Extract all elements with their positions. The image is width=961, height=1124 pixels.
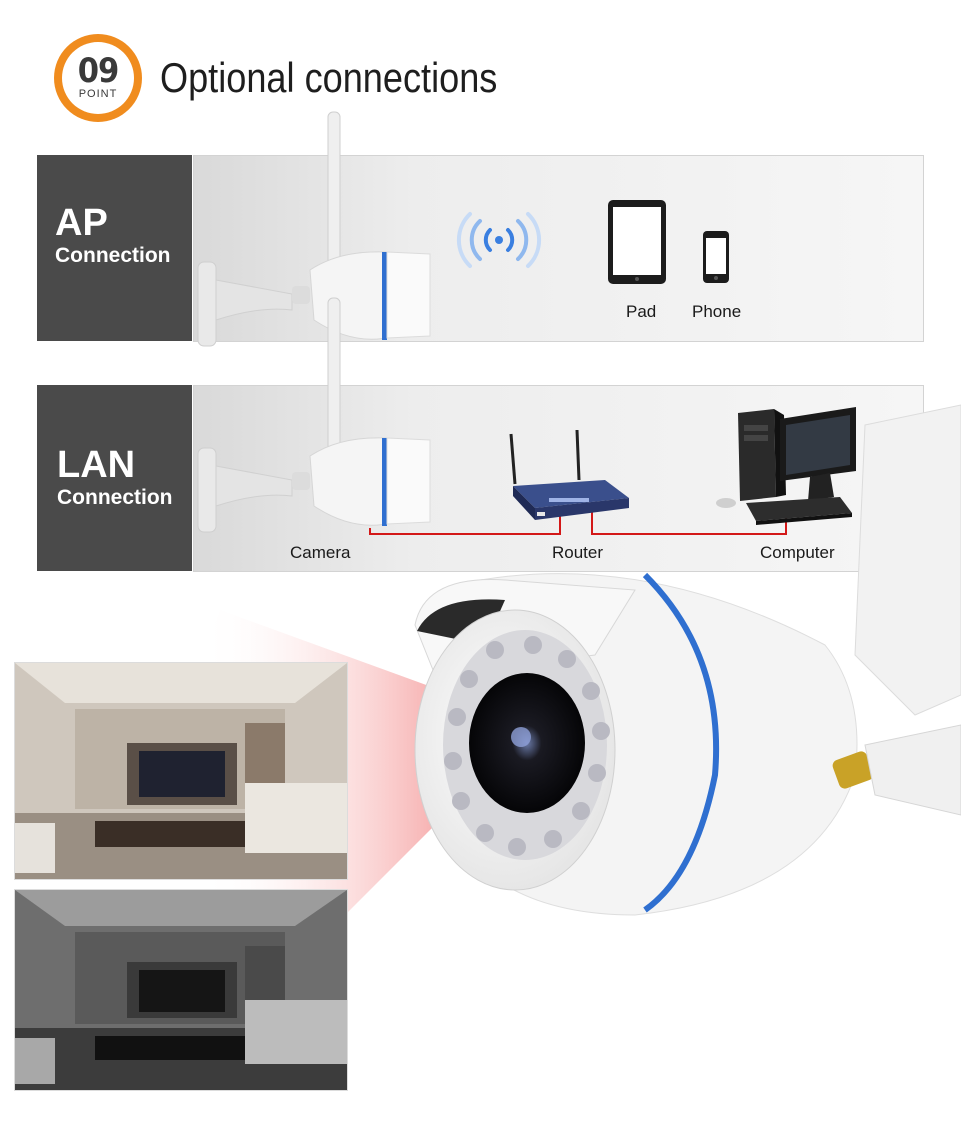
phone-caption: Phone: [692, 302, 742, 321]
ap-title: AP: [55, 202, 108, 244]
room-night-vision-photo: [14, 889, 348, 1091]
bullet-camera-image: [414, 404, 961, 916]
tablet-icon: [608, 200, 666, 284]
wifi-signal-icon: [456, 212, 542, 268]
badge-number: 09: [77, 51, 120, 91]
ap-subtitle: Connection: [55, 244, 171, 267]
point-badge: 09 POINT: [54, 34, 142, 122]
badge-word: POINT: [78, 88, 118, 100]
phone-icon: [703, 231, 729, 283]
computer-caption: Computer: [760, 543, 835, 562]
lan-connection-label: LAN Connection: [37, 385, 192, 571]
computer-icon: [716, 407, 856, 525]
pad-caption: Pad: [626, 302, 657, 321]
router-icon: [509, 429, 629, 520]
page-title: Optional connections: [160, 54, 498, 101]
camera-icon: [197, 111, 431, 533]
lan-title: LAN: [57, 444, 136, 486]
room-daylight-photo: [14, 662, 348, 880]
lan-cable-lines: [369, 512, 787, 535]
lan-subtitle: Connection: [57, 486, 173, 509]
ap-connection-label: AP Connection: [37, 155, 192, 341]
router-caption: Router: [552, 543, 604, 562]
camera-caption: Camera: [290, 543, 351, 562]
